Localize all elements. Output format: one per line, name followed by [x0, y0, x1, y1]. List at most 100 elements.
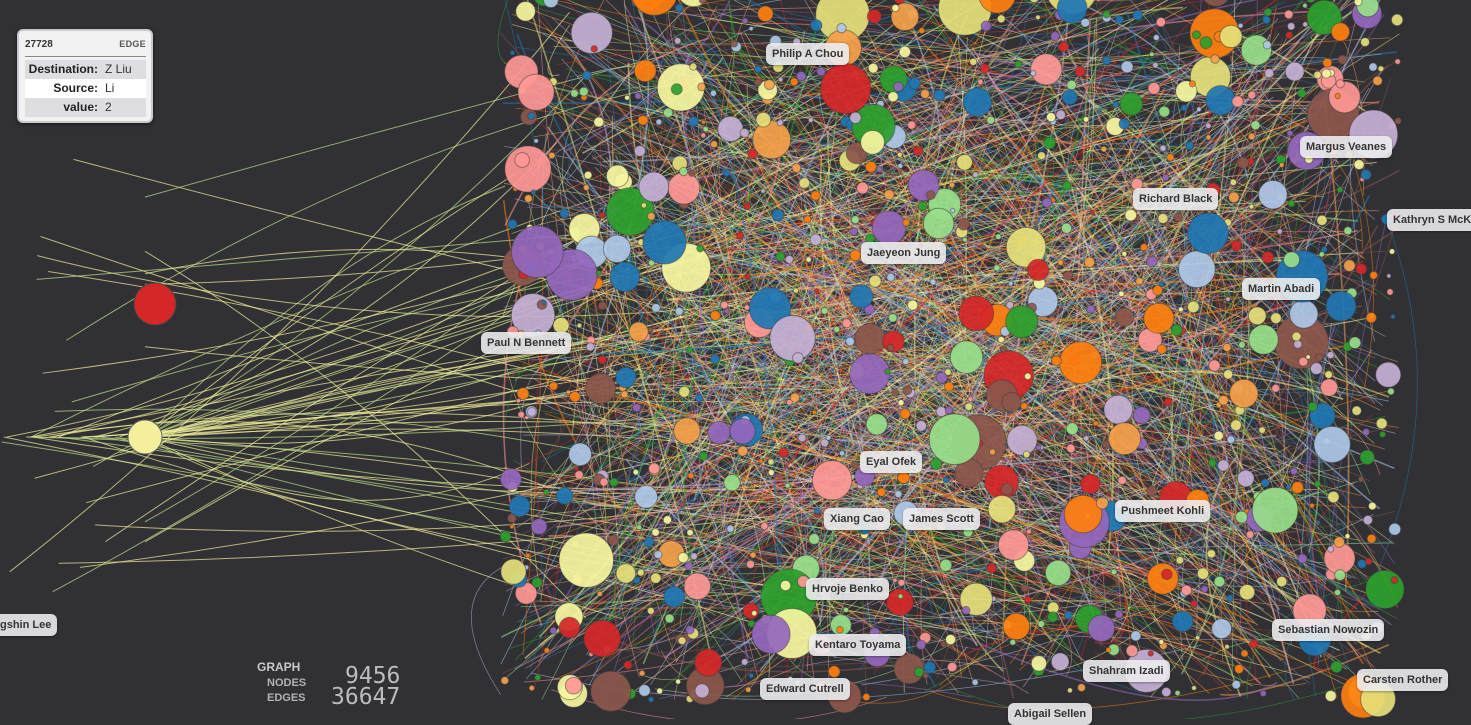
graph-node [664, 613, 675, 624]
graph-node [845, 336, 856, 347]
graph-node [1077, 683, 1086, 692]
graph-node [1035, 444, 1042, 451]
graph-node [1114, 609, 1124, 619]
graph-node [1161, 568, 1173, 581]
graph-node [509, 50, 516, 56]
graph-node [1247, 306, 1267, 326]
graph-node [1210, 54, 1220, 64]
graph-edge [843, 21, 1013, 242]
graph-node [1173, 212, 1184, 223]
graph-node [1362, 514, 1374, 526]
node-label-shahram-izadi[interactable]: Shahram Izadi [1083, 660, 1170, 682]
node-label-richard-black[interactable]: Richard Black [1133, 188, 1219, 210]
node-label-paul-n-bennett[interactable]: Paul N Bennett [481, 332, 572, 354]
graph-node [935, 371, 948, 384]
node-label-hrvoje-benko[interactable]: Hrvoje Benko [806, 578, 889, 600]
graph-node [1080, 17, 1091, 28]
graph-node [598, 211, 606, 219]
graph-node [902, 218, 911, 227]
graph-node [1377, 65, 1385, 73]
nodes-count: 9456 [345, 663, 401, 689]
graph-node [958, 295, 995, 332]
graph-edge [581, 130, 897, 158]
graph-node [1014, 60, 1023, 69]
graph-node [499, 468, 522, 491]
graph-node [1161, 686, 1172, 698]
graph-edge [524, 167, 840, 419]
graph-node [1195, 106, 1202, 113]
graph-node [1200, 585, 1209, 594]
node-label-pushmeet-kohli[interactable]: Pushmeet Kohli [1115, 500, 1211, 522]
graph-node [1114, 307, 1135, 327]
graph-node [856, 181, 869, 195]
graph-node [548, 151, 556, 160]
graph-edge [518, 486, 1065, 549]
node-label-carsten-rother[interactable]: Carsten Rother [1357, 669, 1449, 691]
graph-node [1139, 243, 1148, 252]
graph-node [860, 129, 886, 155]
graph-node [988, 448, 997, 456]
graph-node [1066, 443, 1076, 454]
graph-node [662, 107, 674, 119]
graph-node [1289, 299, 1319, 329]
graph-node [1286, 129, 1294, 137]
graph-node [1258, 426, 1266, 434]
node-label-martin-abadi[interactable]: Martin Abadi [1242, 278, 1321, 300]
node-label-jaeyeon-jung[interactable]: Jaeyeon Jung [861, 242, 947, 264]
graph-node [1114, 15, 1125, 25]
graph-node [634, 484, 659, 509]
node-label-philip-a-chou[interactable]: Philip A Chou [766, 43, 850, 65]
node-label-james-scott[interactable]: James Scott [903, 508, 980, 530]
graph-node [1023, 372, 1032, 381]
graph-node [956, 153, 973, 171]
graph-node [1217, 459, 1230, 472]
node-label-eyal-ofek[interactable]: Eyal Ofek [860, 451, 923, 473]
graph-node [1203, 0, 1229, 7]
node-label-abigail-sellen[interactable]: Abigail Sellen [1008, 703, 1093, 725]
graph-edge [1104, 86, 1283, 626]
graph-node [808, 533, 821, 545]
node-label-edward-cutrell[interactable]: Edward Cutrell [760, 678, 850, 700]
graph-node [1050, 355, 1062, 367]
nodes-layer [127, 0, 1405, 719]
graph-node [778, 447, 790, 458]
graph-node [969, 57, 978, 66]
graph-node [1157, 212, 1169, 225]
graph-node [1315, 520, 1321, 526]
graph-node [820, 62, 872, 115]
graph-node [884, 368, 891, 375]
graph-edge [805, 657, 1007, 669]
graph-node [1020, 402, 1029, 411]
graph-edge [1067, 40, 1111, 227]
graph-edge [700, 141, 851, 353]
graph-node [894, 489, 903, 499]
graph-node [558, 532, 615, 588]
graph-node [642, 220, 687, 265]
node-label-kentaro-toyama[interactable]: Kentaro Toyama [809, 634, 907, 656]
node-label-margus-veanes[interactable]: Margus Veanes [1300, 136, 1393, 158]
node-label-sebastian-nowozin[interactable]: Sebastian Nowozin [1272, 619, 1385, 641]
graph-node [1029, 485, 1035, 491]
graph-node [1359, 449, 1375, 465]
graph-node [825, 434, 832, 441]
graph-node [1037, 620, 1046, 628]
graph-node [972, 171, 979, 179]
graph-edge [58, 473, 1083, 564]
graph-node [674, 3, 684, 13]
graph-node [997, 529, 1030, 561]
node-label-gshin-lee[interactable]: gshin Lee [0, 614, 58, 636]
graph-node [602, 234, 632, 264]
graph-edge [772, 241, 1015, 699]
graph-node [915, 639, 927, 651]
node-label-kathryn-s-mckin[interactable]: Kathryn S McKin [1387, 209, 1471, 231]
graph-edge [761, 496, 1265, 610]
graph-node [653, 550, 663, 560]
node-label-xiang-cao[interactable]: Xiang Cao [824, 508, 890, 530]
graph-node [1276, 575, 1288, 588]
graph-node [722, 168, 731, 177]
graph-node [997, 335, 1005, 344]
graph-node [509, 524, 515, 530]
graph-node [1355, 262, 1368, 275]
graph-node [1219, 24, 1243, 49]
